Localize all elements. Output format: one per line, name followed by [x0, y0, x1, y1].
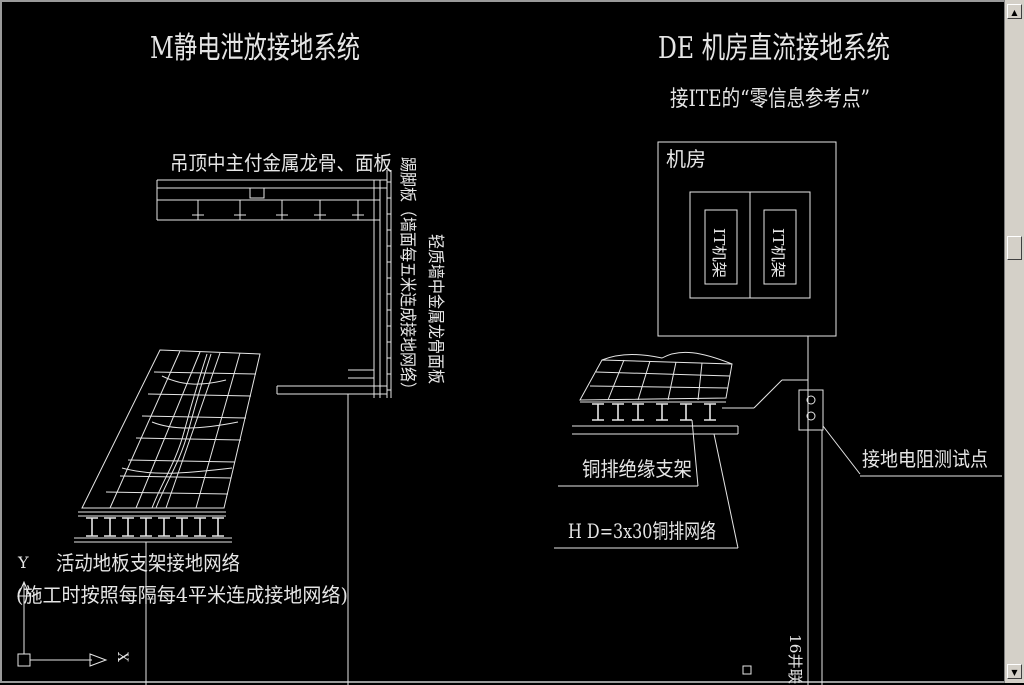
raised-floor-grid [74, 349, 261, 543]
wall-label-1-group: 踢脚板（墙面每五米连成接地网络） [397, 157, 417, 397]
cad-drawing[interactable]: M静电泄放接地系统 DE 机房直流接地系统 接ITE的“零信息参考点” 吊顶中主… [2, 2, 1006, 685]
scroll-thumb[interactable] [1007, 236, 1022, 260]
rack-1-label: IT机架 [710, 228, 728, 278]
riser-label: 16井联 [786, 634, 804, 684]
it-rack-2 [763, 209, 797, 285]
machine-room [657, 141, 837, 337]
ucs-y-label: Y [17, 553, 29, 572]
wall-label-2-group: 轻质墙中金属龙骨面板 [425, 234, 445, 384]
copper-leaders [554, 419, 739, 549]
copper-net-label: H D=3x30铜排网络 [568, 519, 716, 543]
vertical-scrollbar[interactable]: ▲ ▼ [1004, 0, 1024, 683]
scroll-down-icon[interactable]: ▼ [1007, 664, 1022, 679]
left-title: M静电泄放接地系统 [150, 31, 360, 66]
wall-label-2: 轻质墙中金属龙骨面板 [425, 234, 445, 384]
ceiling-label: 吊顶中主付金属龙骨、面板 [170, 151, 392, 175]
scroll-up-icon[interactable]: ▲ [1007, 4, 1022, 19]
ucs-x-label: X [114, 652, 130, 662]
right-floor-grid [572, 351, 754, 435]
test-point [798, 389, 1002, 477]
right-title: DE 机房直流接地系统 [658, 31, 890, 66]
grip-marker [742, 665, 752, 675]
test-point-label: 接地电阻测试点 [862, 447, 988, 471]
ucs-axis-icon [17, 580, 108, 667]
floor-label-1: 活动地板支架接地网络 [56, 551, 240, 575]
copper-bracket-label: 铜排绝缘支架 [582, 457, 692, 481]
ceiling-structure [156, 179, 387, 221]
right-subtitle: 接ITE的“零信息参考点” [670, 87, 870, 112]
room-label: 机房 [666, 147, 706, 171]
wall-structure [348, 170, 392, 398]
floor-slab [145, 385, 387, 685]
wall-label-1: 踢脚板（墙面每五米连成接地网络） [397, 157, 417, 397]
floor-label-2: (施工时按照每隔每4平米连成接地网络) [16, 583, 348, 607]
rack-2-label: IT机架 [769, 228, 787, 278]
it-rack-1 [704, 209, 738, 285]
ground-riser [753, 336, 823, 685]
